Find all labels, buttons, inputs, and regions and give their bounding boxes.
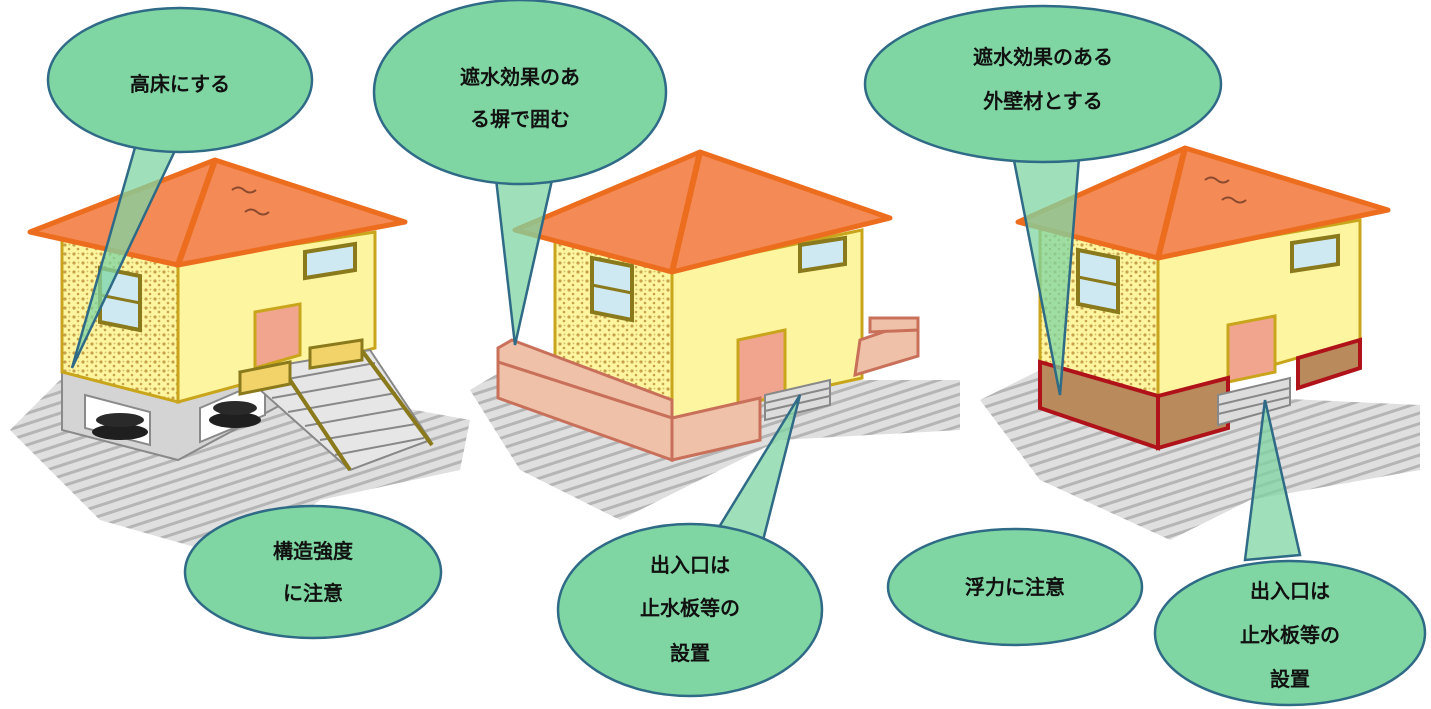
window bbox=[1290, 233, 1340, 274]
callout-entrance-stopboard-1: 出入口は 止水板等の 設置 bbox=[556, 394, 824, 698]
roof bbox=[512, 149, 893, 275]
callout-text: 設置 bbox=[1270, 667, 1310, 691]
window bbox=[303, 241, 357, 281]
wall-enclosed-house bbox=[496, 149, 920, 463]
log-pile-2 bbox=[209, 401, 261, 428]
callout-text: る塀で囲む bbox=[470, 107, 570, 131]
callout-text: 設置 bbox=[670, 641, 710, 665]
callout-text: 浮力に注意 bbox=[965, 575, 1065, 599]
raised-floor-house bbox=[27, 157, 434, 472]
roof bbox=[1015, 145, 1391, 261]
callout-text: 高床にする bbox=[130, 72, 230, 96]
stairs bbox=[237, 338, 434, 472]
callout-enclose-wall: 遮水効果のあ る塀で囲む bbox=[372, 0, 668, 346]
log-pile-1 bbox=[92, 413, 148, 440]
window bbox=[798, 235, 847, 274]
waterproof-wall-house bbox=[1015, 145, 1391, 451]
callout-entrance-stopboard-2: 出入口は 止水板等の 設置 bbox=[1153, 399, 1427, 707]
callout-text: 遮水効果のあ bbox=[460, 65, 580, 89]
callout-raise-floor: 高床にする bbox=[46, 6, 314, 369]
callout-waterproof-wall: 遮水効果のある 外壁材とする bbox=[863, 4, 1223, 396]
callout-text: 出入口は bbox=[650, 553, 730, 577]
waterproof-base-band bbox=[1038, 337, 1362, 451]
callout-text: 外壁材とする bbox=[983, 89, 1102, 113]
door bbox=[1226, 314, 1277, 384]
callout-text: 止水板等の bbox=[1240, 623, 1340, 647]
callout-text: 出入口は bbox=[1250, 579, 1330, 603]
callout-text: 遮水効果のある bbox=[973, 45, 1113, 69]
callout-text: 構造強度 bbox=[273, 539, 354, 563]
callout-structural-strength: 構造強度 に注意 bbox=[183, 504, 443, 640]
door bbox=[253, 302, 302, 370]
handrail bbox=[288, 378, 352, 472]
callout-text: に注意 bbox=[283, 581, 343, 605]
callout-text: 止水板等の bbox=[640, 596, 740, 620]
enclosing-barrier-wall bbox=[496, 316, 920, 463]
handrail bbox=[358, 346, 434, 447]
stopboard-steps bbox=[1217, 376, 1291, 427]
callout-buoyancy: 浮力に注意 bbox=[886, 527, 1144, 647]
